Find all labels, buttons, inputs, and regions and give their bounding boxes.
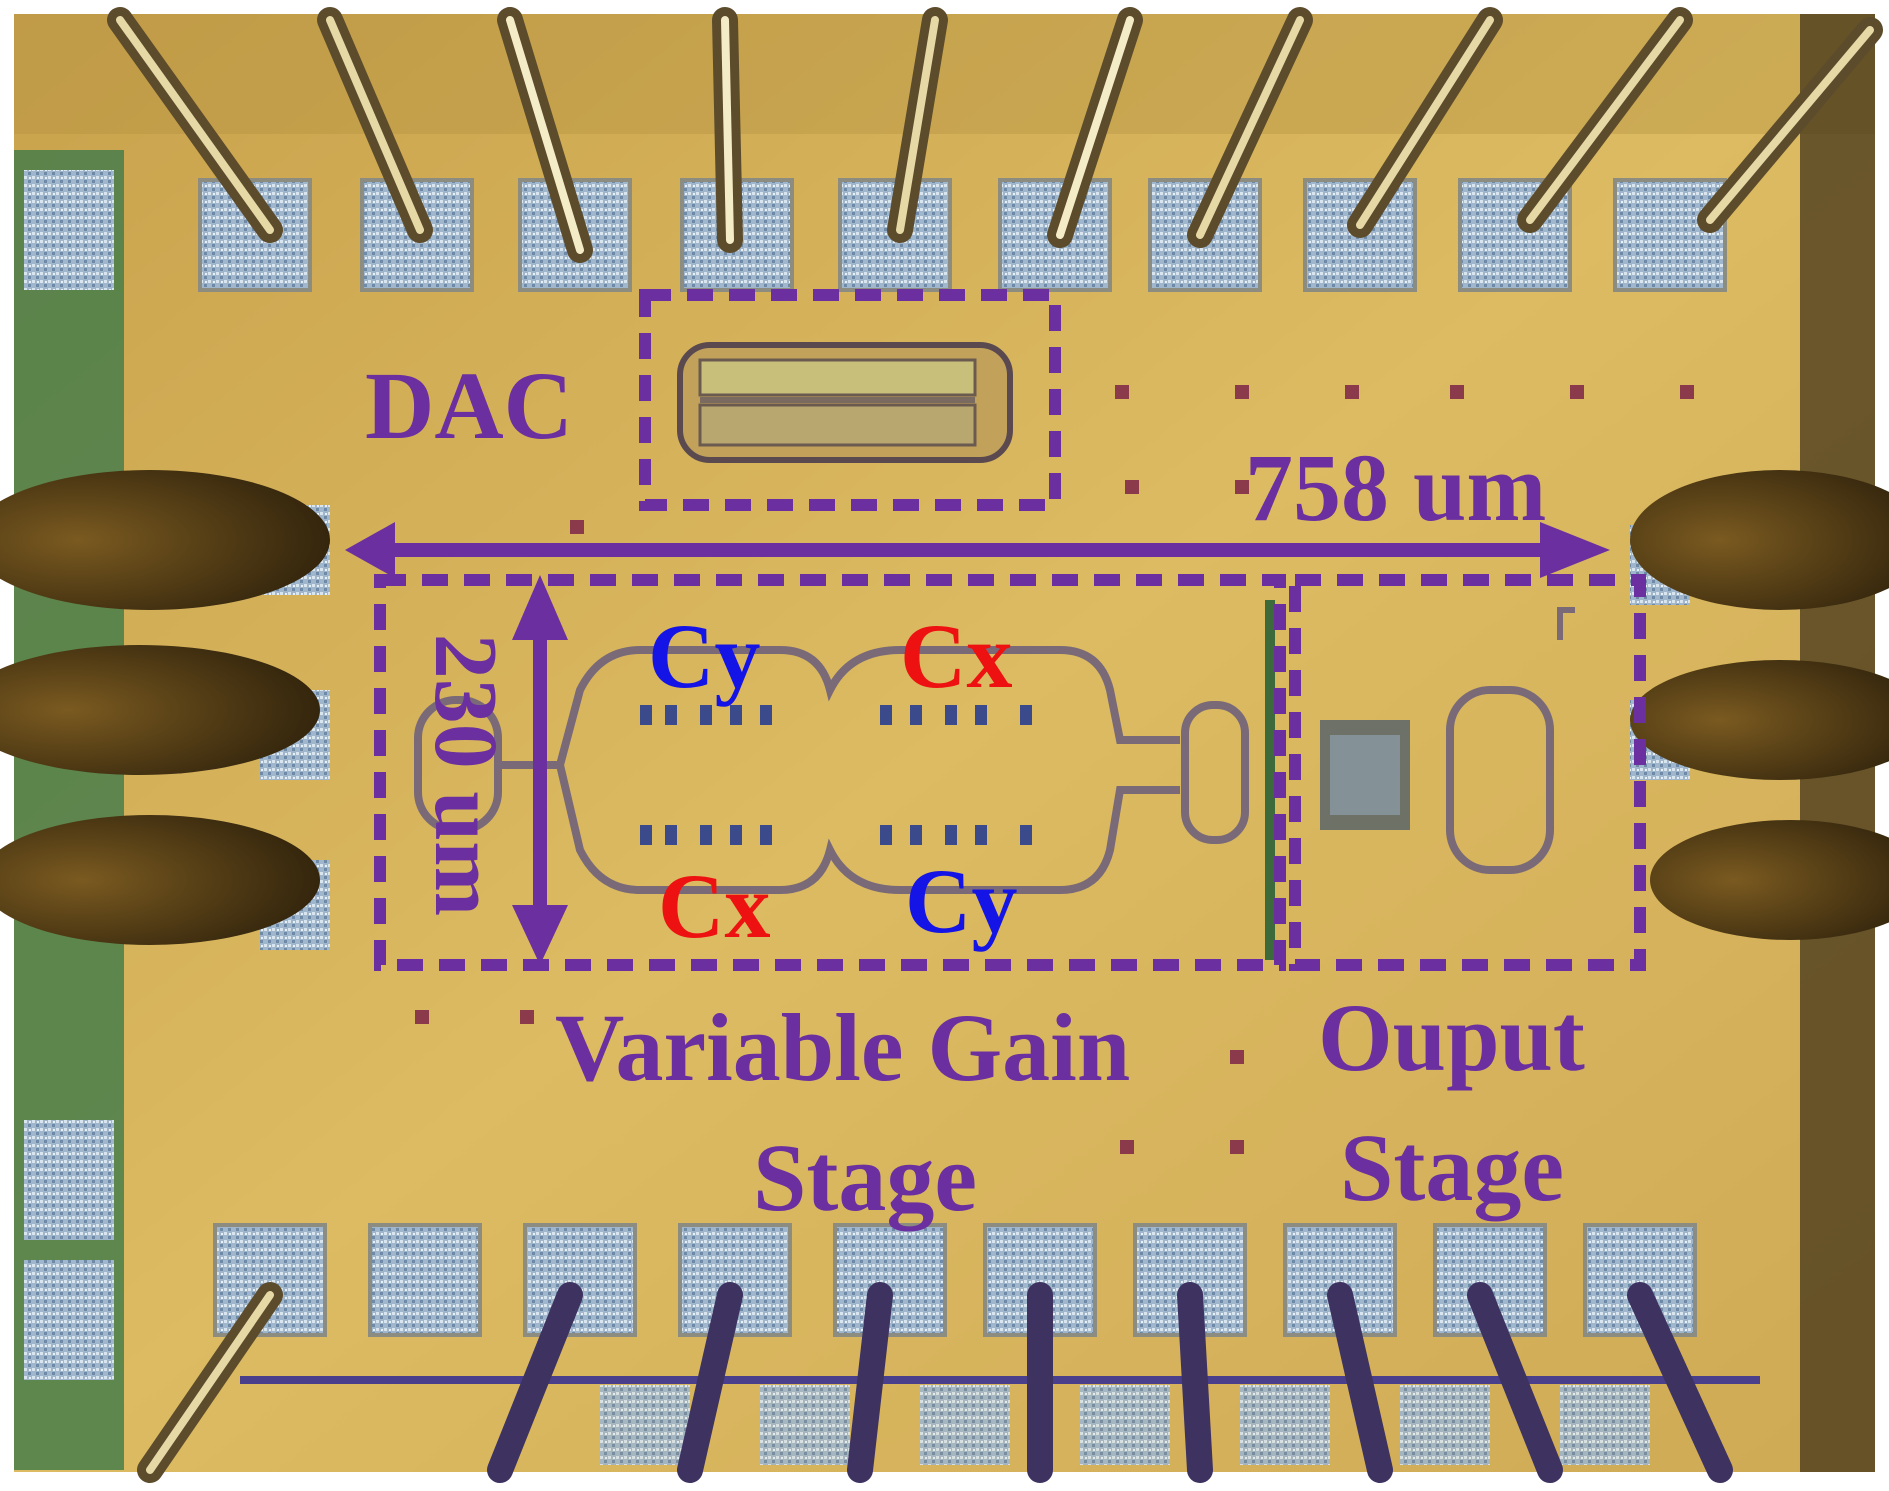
height-dimension-arrow (512, 575, 568, 965)
bottom-bond-wires (137, 1282, 1733, 1483)
output-label-line1: Ouput (1318, 984, 1585, 1091)
top-bond-wires (107, 7, 1883, 263)
dac-circuit-block (677, 342, 1013, 463)
right-rf-probes (1630, 470, 1889, 940)
dummy-fill-dots (415, 385, 1694, 1154)
output-stage-dashed-box (1289, 574, 1646, 971)
annotation-boxes (374, 289, 1646, 971)
output-stage-circuit (1320, 607, 1575, 830)
cy-bottom-label: Cy (905, 850, 1018, 952)
height-dimension-label: 230 um (416, 633, 515, 917)
output-label-line2: Stage (1340, 1114, 1564, 1221)
bottom-lower-pads (600, 1385, 1650, 1465)
variable-gain-label-line2: Stage (753, 1124, 977, 1231)
variable-gain-label-line1: Variable Gain (555, 994, 1131, 1101)
variable-gain-dashed-box (374, 574, 1286, 971)
dac-label: DAC (365, 352, 573, 459)
width-dimension-arrow (345, 522, 1610, 578)
capacitor-arrays (640, 705, 1032, 845)
cy-top-label: Cy (648, 605, 761, 707)
variable-gain-circuit (414, 600, 1554, 960)
left-rf-probes (0, 470, 330, 945)
width-dimension-label: 758 um (1245, 434, 1547, 541)
cx-bottom-label: Cx (658, 855, 771, 957)
dac-dashed-box (639, 289, 1061, 511)
left-edge-strip (14, 150, 124, 1470)
cx-top-label: Cx (900, 605, 1013, 707)
